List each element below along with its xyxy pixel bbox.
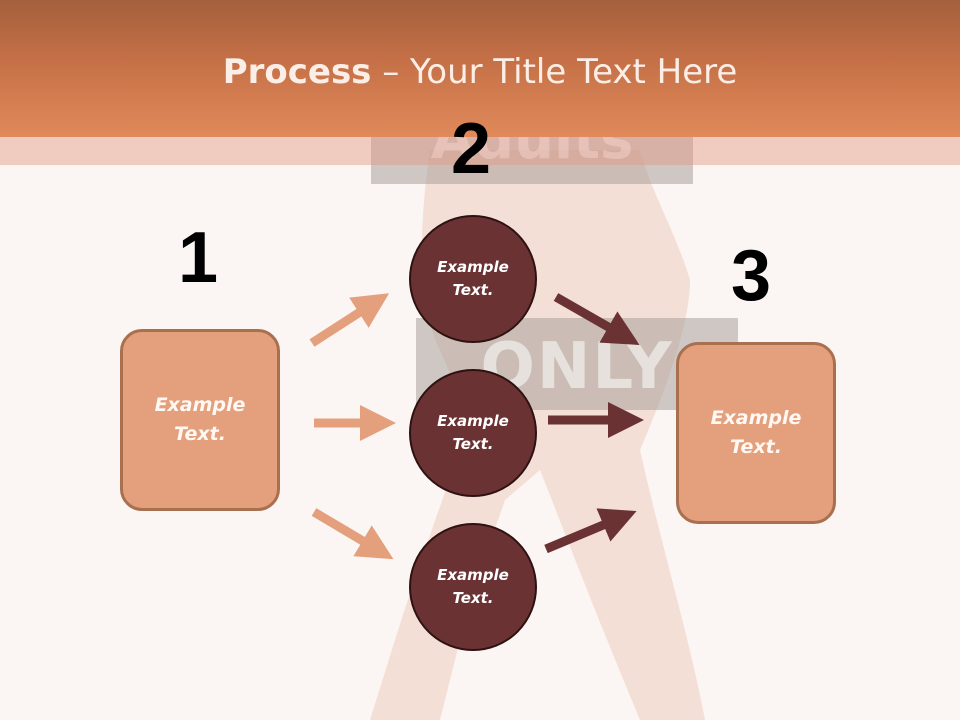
input-box: Example Text. (120, 329, 280, 511)
output-box-label: Example Text. (710, 407, 802, 458)
title-bold-part: Process (222, 52, 372, 92)
output-box: Example Text. (676, 342, 836, 524)
title-rest-part: – Your Title Text Here (371, 52, 738, 92)
process-circle-2: Example Text. (409, 369, 537, 497)
input-box-label: Example Text. (154, 394, 246, 445)
step-number-1: 1 (178, 218, 219, 298)
process-circle-1: Example Text. (409, 215, 537, 343)
arrow-circle-3-to-right (544, 508, 637, 554)
step-number-2: 2 (451, 109, 492, 189)
arrow-left-to-circle-3 (311, 508, 394, 560)
step-number-3: 3 (731, 236, 772, 316)
title-banner-strip (0, 137, 960, 165)
arrow-circle-1-to-right (553, 293, 640, 345)
process-circle-2-label: Example Text. (437, 412, 509, 453)
process-circle-1-label: Example Text. (437, 258, 509, 299)
process-circle-3: Example Text. (409, 523, 537, 651)
title-banner (0, 0, 960, 137)
slide-title: Process – Your Title Text Here (0, 52, 960, 92)
process-circle-3-label: Example Text. (437, 566, 509, 607)
arrow-left-to-circle-1 (309, 293, 390, 347)
